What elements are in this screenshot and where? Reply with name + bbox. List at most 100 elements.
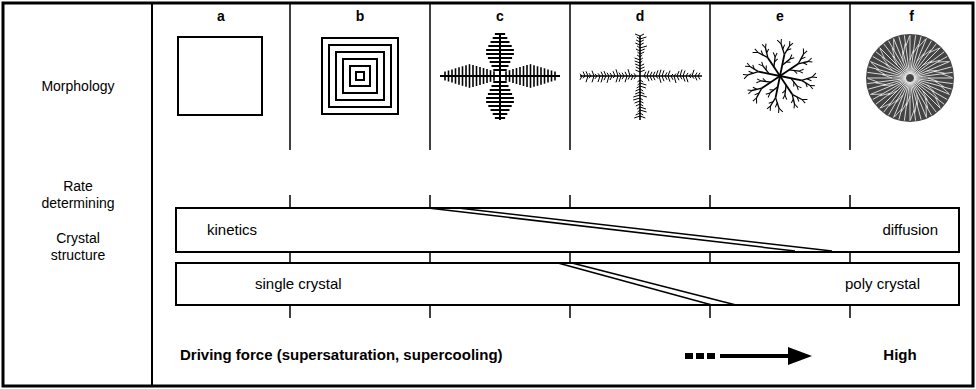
stroke — [486, 49, 514, 51]
stroke — [911, 82, 921, 120]
row-header-divider — [151, 3, 153, 386]
stroke — [884, 44, 908, 75]
stroke — [640, 55, 642, 57]
stroke — [635, 64, 640, 66]
stroke — [640, 70, 645, 72]
stroke — [622, 73, 624, 76]
stroke — [625, 76, 627, 82]
stroke — [808, 58, 812, 61]
stroke — [607, 73, 609, 76]
growth-layer — [356, 72, 364, 80]
stroke — [640, 40, 644, 42]
stroke — [911, 82, 916, 121]
cubic-crystal — [178, 37, 262, 115]
growth-layer — [322, 38, 398, 114]
stroke — [775, 59, 778, 62]
stroke — [595, 76, 597, 79]
stroke — [530, 64, 532, 88]
stroke — [490, 89, 511, 91]
stroke — [753, 98, 757, 101]
stroke — [640, 80, 643, 82]
stroke — [580, 76, 582, 80]
stroke — [668, 76, 670, 82]
stroke — [636, 49, 640, 51]
stroke — [598, 76, 600, 82]
stroke — [810, 86, 813, 90]
stroke — [493, 81, 506, 83]
stroke — [465, 65, 467, 87]
row-label: Crystal structure — [30, 230, 126, 264]
spherulite-outline — [865, 33, 955, 123]
stroke — [777, 40, 781, 44]
stroke — [490, 61, 511, 63]
column-letter: f — [850, 8, 973, 25]
stroke — [635, 58, 640, 60]
band-label: poly crystal — [845, 275, 920, 293]
stroke — [748, 72, 759, 75]
stroke — [780, 64, 798, 76]
stroke — [644, 72, 646, 76]
stroke — [610, 76, 612, 80]
stroke — [429, 195, 431, 207]
stroke — [803, 63, 807, 65]
stroke — [770, 87, 778, 93]
stroke — [792, 94, 794, 104]
stroke — [849, 252, 851, 262]
stroke — [650, 72, 652, 76]
stroke — [607, 76, 609, 83]
stroke — [490, 70, 492, 82]
stroke — [765, 44, 767, 48]
stroke — [540, 67, 542, 84]
stroke — [476, 66, 478, 86]
stroke — [429, 306, 431, 318]
stroke — [486, 97, 514, 99]
band-label: kinetics — [207, 221, 257, 239]
stroke — [533, 65, 535, 87]
stroke — [804, 51, 808, 54]
stroke — [904, 82, 909, 121]
stroke — [776, 98, 779, 109]
stroke — [289, 306, 291, 318]
stroke — [783, 45, 785, 50]
stroke — [429, 252, 431, 262]
stroke — [787, 49, 791, 50]
stroke — [638, 110, 640, 112]
driving-force-arrow — [685, 347, 812, 365]
stroke — [906, 36, 910, 46]
stroke — [569, 3, 571, 150]
stroke — [806, 83, 807, 87]
stroke — [619, 73, 621, 76]
stroke — [544, 68, 546, 83]
stroke — [505, 71, 507, 81]
regime-band: kineticsdiffusion — [175, 207, 960, 253]
stroke — [493, 69, 506, 71]
stroke — [637, 52, 640, 54]
stroke — [637, 55, 640, 57]
stroke — [640, 52, 644, 54]
stroke — [486, 53, 514, 55]
stroke — [592, 71, 594, 76]
stroke — [775, 53, 777, 57]
stroke — [932, 91, 938, 100]
stroke — [440, 75, 560, 77]
stroke — [668, 71, 670, 76]
stroke — [910, 35, 911, 74]
column-letter: c — [430, 8, 570, 25]
stroke — [547, 69, 549, 82]
stroke — [680, 76, 682, 79]
stroke — [429, 3, 431, 150]
stroke — [911, 110, 915, 120]
column-letter: b — [290, 8, 430, 25]
stroke — [462, 66, 464, 86]
stroke — [768, 58, 780, 76]
stroke — [793, 104, 795, 108]
stroke — [640, 43, 644, 45]
stroke — [677, 71, 679, 76]
stroke — [610, 73, 612, 76]
stroke — [640, 83, 646, 85]
stroke — [640, 101, 643, 103]
stroke — [748, 91, 752, 94]
stroke — [911, 35, 916, 74]
stroke — [640, 116, 645, 118]
stroke — [753, 65, 754, 69]
